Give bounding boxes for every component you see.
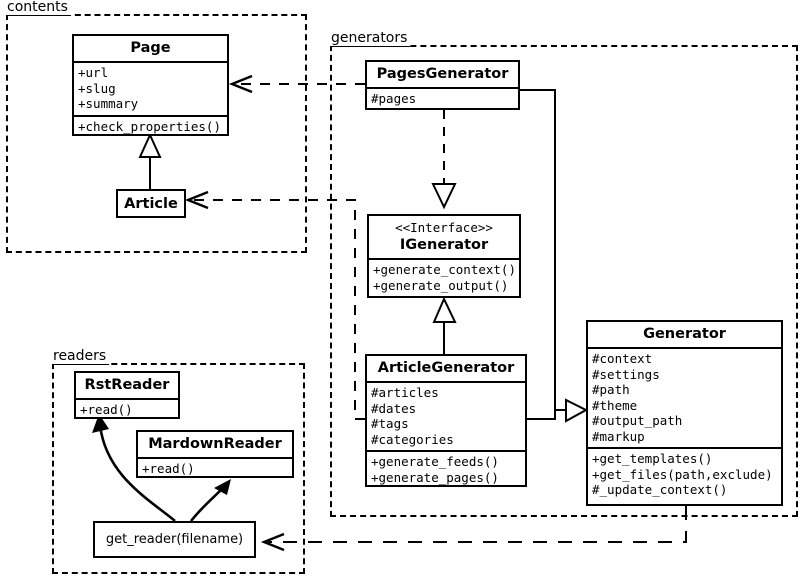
class-operations-generator: +get_templates() +get_files(path,exclude… [588, 447, 781, 501]
class-attributes-article-generator: #articles #dates #tags #categories [367, 381, 525, 450]
operation-row: +read() [142, 461, 195, 476]
class-operations-rst-reader: +read() [76, 398, 178, 421]
attribute-row: #pages [371, 91, 417, 106]
class-name-rst-reader: RstReader [84, 377, 170, 393]
attribute-row: #output_path [592, 413, 683, 428]
class-operations-igenerator: +generate_context() +generate_output() [369, 258, 519, 296]
class-box-generator[interactable]: Generator #context #settings #path #them… [586, 320, 783, 506]
attribute-row: +url [78, 65, 109, 80]
function-box-get-reader[interactable]: get_reader(filename) [93, 521, 256, 558]
class-attributes-pages-generator: #pages [367, 87, 518, 110]
operation-row: +generate_context() [373, 262, 516, 277]
class-operations-page: +check_properties() [74, 114, 227, 138]
class-operations-mardown-reader: +read() [138, 457, 292, 480]
class-attributes-generator: #context #settings #path #theme #output_… [588, 347, 781, 447]
class-name-article-generator: ArticleGenerator [377, 360, 515, 376]
class-box-mardown-reader[interactable]: MardownReader +read() [136, 430, 294, 478]
attribute-row: #categories [371, 431, 454, 447]
attribute-row: #tags [371, 416, 409, 431]
class-name-mardown-reader: MardownReader [148, 436, 282, 452]
class-attributes-page: +url +slug +summary [74, 61, 227, 115]
package-readers [52, 363, 305, 574]
operation-row: +generate_feeds() [371, 454, 499, 469]
operation-row: +get_templates() [592, 451, 713, 466]
class-operations-article-generator: +generate_feeds() +generate_pages() [367, 450, 525, 488]
operation-row: +generate_output() [373, 277, 509, 293]
attribute-row: #articles [371, 385, 439, 400]
package-contents [6, 14, 307, 253]
attribute-row: #path [592, 382, 630, 397]
class-name-generator: Generator [643, 326, 726, 342]
attribute-row: #settings [592, 366, 660, 382]
class-stereotype-igenerator: <<Interface>> [395, 220, 493, 235]
attribute-row: #dates [371, 400, 417, 416]
package-label-contents: contents [6, 0, 71, 16]
class-name-igenerator: <<Interface>> IGenerator [369, 216, 519, 258]
package-label-readers: readers [52, 349, 110, 365]
class-name-pages-generator: PagesGenerator [376, 66, 509, 82]
attribute-row: #markup [592, 428, 645, 444]
class-box-rst-reader[interactable]: RstReader +read() [74, 371, 180, 419]
package-label-generators: generators [330, 31, 411, 47]
class-box-article[interactable]: Article [116, 189, 186, 218]
class-box-igenerator[interactable]: <<Interface>> IGenerator +generate_conte… [367, 214, 521, 298]
operation-row: +check_properties() [78, 118, 221, 134]
function-name-get-reader: get_reader(filename) [105, 532, 244, 547]
class-box-pages-generator[interactable]: PagesGenerator #pages [365, 60, 520, 110]
operation-row: +read() [80, 402, 133, 417]
class-name-text-igenerator: IGenerator [399, 237, 489, 253]
operation-row: #_update_context() [592, 482, 728, 497]
attribute-row: +slug [78, 80, 116, 96]
class-box-article-generator[interactable]: ArticleGenerator #articles #dates #tags … [365, 354, 527, 487]
attribute-row: #theme [592, 397, 638, 413]
attribute-row: #context [592, 351, 653, 366]
class-box-page[interactable]: Page +url +slug +summary +check_properti… [72, 34, 229, 136]
operation-row: +get_files(path,exclude) [592, 466, 773, 482]
operation-row: +generate_pages() [371, 469, 499, 485]
class-name-article: Article [124, 195, 178, 212]
class-name-page: Page [130, 40, 171, 56]
attribute-row: +summary [78, 96, 139, 111]
